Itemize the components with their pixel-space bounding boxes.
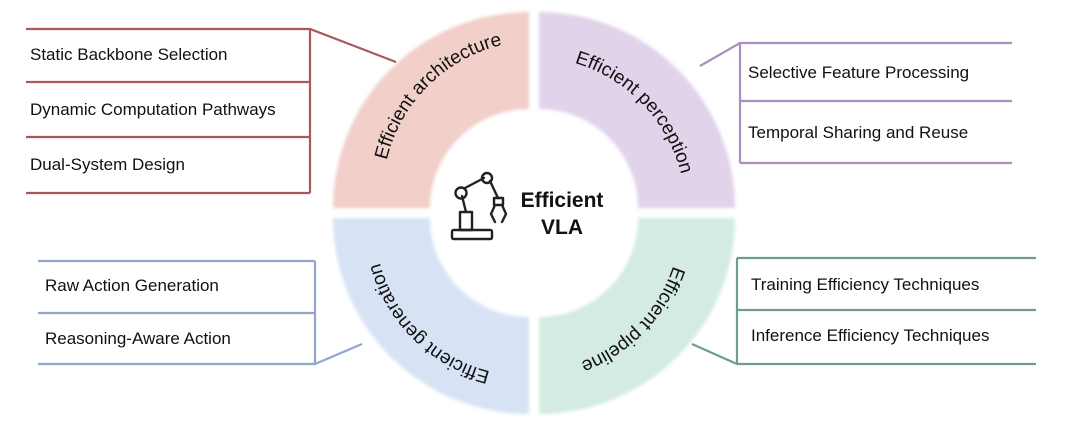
item-inference-efficiency-techniques: Inference Efficiency Techniques [751, 326, 989, 345]
item-raw-action-generation: Raw Action Generation [45, 276, 219, 295]
item-reasoning-aware-action: Reasoning-Aware Action [45, 329, 231, 348]
sector-perception [539, 12, 735, 208]
robot-arm-icon [450, 171, 508, 241]
center-title-line1: Efficient [521, 189, 604, 212]
item-dynamic-computation-pathways: Dynamic Computation Pathways [30, 100, 276, 119]
callout-perception [699, 41, 1012, 165]
item-training-efficiency-techniques: Training Efficiency Techniques [751, 275, 979, 294]
sector-pipeline [539, 218, 735, 414]
item-temporal-sharing-and-reuse: Temporal Sharing and Reuse [748, 123, 968, 142]
callout-architecture [26, 27, 397, 195]
item-dual-system-design: Dual-System Design [30, 155, 185, 174]
callout-pipeline [691, 256, 1036, 366]
item-static-backbone-selection: Static Backbone Selection [30, 45, 228, 64]
sector-architecture [333, 12, 529, 208]
callout-generation [38, 259, 363, 366]
center-title-line2: VLA [541, 216, 583, 239]
sector-generation [333, 218, 529, 414]
item-selective-feature-processing: Selective Feature Processing [748, 63, 969, 82]
